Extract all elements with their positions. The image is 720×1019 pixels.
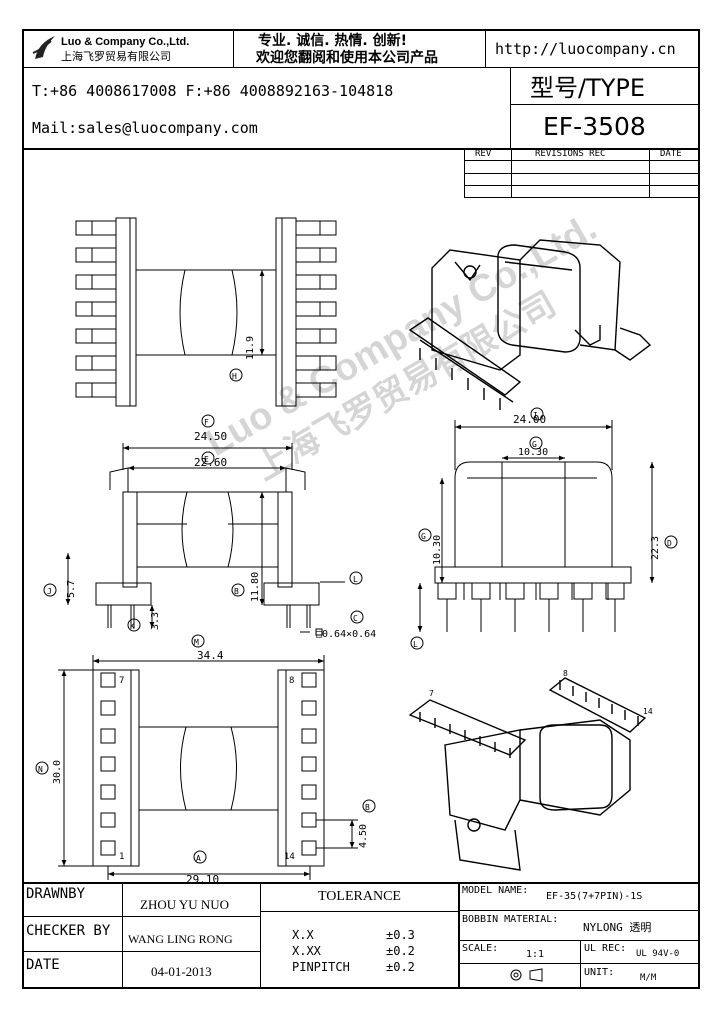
unit-label: UNIT: (584, 967, 615, 978)
phone-fax: T:+86 4008617008 F:+86 4008892163-104818 (32, 82, 394, 100)
dim-c-label: □0.64×0.64 (316, 629, 376, 640)
circ-l-label: L (353, 575, 358, 584)
ul-rec-value: UL 94V-0 (636, 949, 680, 959)
circ-c-label: C (353, 614, 358, 623)
circ-b2-label: B (234, 587, 239, 596)
model-name-label: MODEL NAME: (462, 885, 529, 896)
circ-d-label: D (667, 539, 672, 548)
slogan-line-2: 欢迎您翻阅和使用本公司产品 (256, 50, 438, 66)
dim-i-label: 24.00 (513, 413, 546, 426)
checker-label: CHECKER BY (26, 923, 111, 939)
bobbin-material-label: BOBBIN MATERIAL: (462, 914, 559, 925)
revisions-rec-header: REVISIONS REC (535, 149, 606, 159)
circ-b-label: B (365, 803, 370, 812)
dim-e-label: 22.60 (194, 456, 227, 469)
company-logo-icon (32, 36, 55, 59)
circ-k-label: K (130, 622, 135, 631)
circ-n-label: N (38, 765, 43, 774)
dim-j-label: 5.7 (66, 580, 77, 598)
bobbin-material-value: NYLONG 透明 (583, 921, 652, 934)
drawnby-label: DRAWNBY (26, 886, 86, 902)
iso-pin-14-label: 14 (643, 707, 653, 716)
isometric-view-top (408, 239, 652, 410)
pin-7-label: 7 (119, 676, 124, 686)
iso-pin-8-label: 8 (563, 669, 568, 678)
date-label: DATE (26, 957, 60, 973)
drawnby-value: ZHOU YU NUO (140, 897, 230, 912)
dim-d-label: 22.3 (650, 536, 661, 560)
circ-l2-label: L (413, 640, 418, 649)
company-name-cn: 上海飞罗贸易有限公司 (61, 50, 171, 63)
model-name-value: EF-35(7+7PIN)-1S (546, 891, 643, 902)
website-url[interactable]: http://luocompany.cn (495, 40, 676, 58)
circ-g2-label: G (421, 532, 426, 541)
tol-3-key: PINPITCH (292, 960, 350, 974)
checker-value: WANG LING RONG (128, 932, 233, 946)
dim-g2-label: 10.30 (432, 535, 443, 565)
unit-value: M/M (640, 973, 657, 983)
tol-1-val: ±0.3 (386, 928, 415, 942)
scale-value: 1:1 (526, 949, 545, 960)
mail-address[interactable]: Mail:sales@luocompany.com (32, 119, 258, 137)
circ-f-label: F (204, 418, 209, 427)
scale-label: SCALE: (462, 943, 499, 954)
tol-2-key: X.XX (292, 944, 321, 958)
pin-1-label: 1 (119, 852, 124, 862)
tolerance-label: TOLERANCE (318, 889, 401, 904)
dim-f-label: 24.50 (194, 430, 227, 443)
front-view (43, 414, 364, 636)
dim-b-label: 4.50 (358, 824, 369, 848)
ul-rec-label: UL REC: (584, 943, 627, 954)
side-view (410, 407, 678, 650)
isometric-view-bottom (408, 677, 647, 871)
pin-14-label: 14 (284, 852, 295, 862)
projection-symbol-icon (510, 968, 543, 982)
date-value: 04-01-2013 (151, 964, 212, 979)
bottom-view (35, 634, 376, 880)
circ-h-label: H (232, 372, 237, 381)
dim-k-label: 3.3 (150, 612, 161, 630)
dim-b2-label: 11.80 (250, 572, 261, 602)
circ-e-label: E (204, 455, 209, 464)
rev-header: REV (475, 149, 492, 159)
drawing-frame (22, 29, 700, 989)
circ-a-label: A (196, 854, 201, 863)
circ-i-label: I (533, 411, 538, 420)
pin-8-label: 8 (289, 676, 294, 686)
tol-3-val: ±0.2 (386, 960, 415, 974)
top-view (75, 217, 337, 407)
tol-1-key: X.X (292, 928, 314, 942)
circ-m-label: M (194, 638, 199, 647)
type-label: 型号/TYPE (530, 74, 646, 102)
dim-n-label: 30.0 (52, 760, 63, 784)
date-header: DATE (660, 149, 682, 159)
circ-j-label: J (47, 587, 52, 596)
slogan-line-1: 专业. 诚信. 热情. 创新! (258, 33, 407, 49)
tol-2-val: ±0.2 (386, 944, 415, 958)
dim-m-label: 34.4 (197, 649, 224, 662)
model-number: EF-3508 (543, 112, 646, 141)
dim-g-label: 10.30 (518, 447, 548, 458)
iso-pin-7-label: 7 (429, 689, 434, 698)
dim-a-label: 29.10 (186, 873, 219, 886)
company-name-en: Luo & Company Co.,Ltd. (61, 36, 190, 48)
dim-h-label: 11.9 (245, 336, 256, 360)
circ-g-label: G (532, 440, 537, 449)
